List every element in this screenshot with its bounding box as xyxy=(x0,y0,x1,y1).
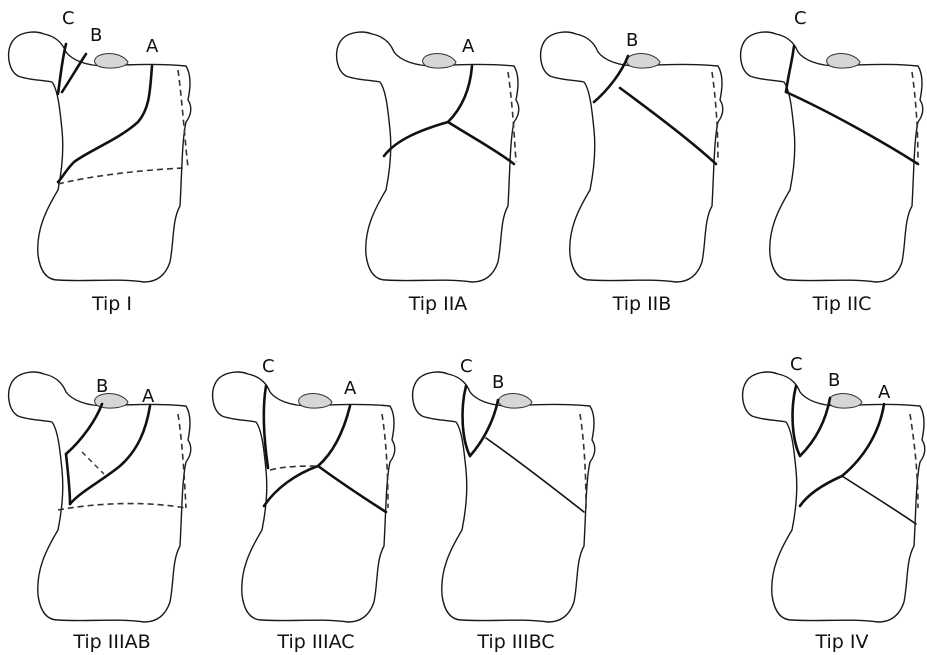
region-label: C xyxy=(262,356,275,377)
region-label: B xyxy=(96,376,108,397)
figure-caption: Tip IIIBC xyxy=(476,631,554,653)
region-label: A xyxy=(142,386,155,407)
region-label: A xyxy=(344,378,357,399)
region-label: A xyxy=(146,36,159,57)
figure-caption: Tip IIIAC xyxy=(276,631,354,653)
figure-tip-iic: C Tip IIC xyxy=(741,8,923,315)
region-label: B xyxy=(626,30,638,51)
figure-tip-i: C B A Tip I xyxy=(9,8,191,315)
region-label: C xyxy=(62,8,75,29)
figure-tip-iiiab: B A Tip IIIAB xyxy=(9,372,191,653)
region-label: A xyxy=(462,36,475,57)
region-label: C xyxy=(794,8,807,29)
figure-caption: Tip IIIAB xyxy=(72,631,150,653)
figure-tip-iv: C B A Tip IV xyxy=(743,354,925,653)
region-label: C xyxy=(790,354,803,375)
figure-tip-iia: A Tip IIA xyxy=(337,32,519,315)
figure-caption: Tip IIC xyxy=(812,293,872,315)
figure-tip-iiiac: C A Tip IIIAC xyxy=(213,356,395,653)
figure-caption: Tip I xyxy=(91,293,132,315)
region-label: C xyxy=(460,356,473,377)
region-label: B xyxy=(828,370,840,391)
figure-caption: Tip IIB xyxy=(612,293,672,315)
figure-caption: Tip IV xyxy=(814,631,868,653)
region-label: B xyxy=(90,25,102,46)
region-label: A xyxy=(878,382,891,403)
figure-tip-iiibc: C B Tip IIIBC xyxy=(413,356,595,653)
figure-tip-iib: B Tip IIB xyxy=(541,30,723,315)
figure-caption: Tip IIA xyxy=(408,293,468,315)
region-label: B xyxy=(492,372,504,393)
